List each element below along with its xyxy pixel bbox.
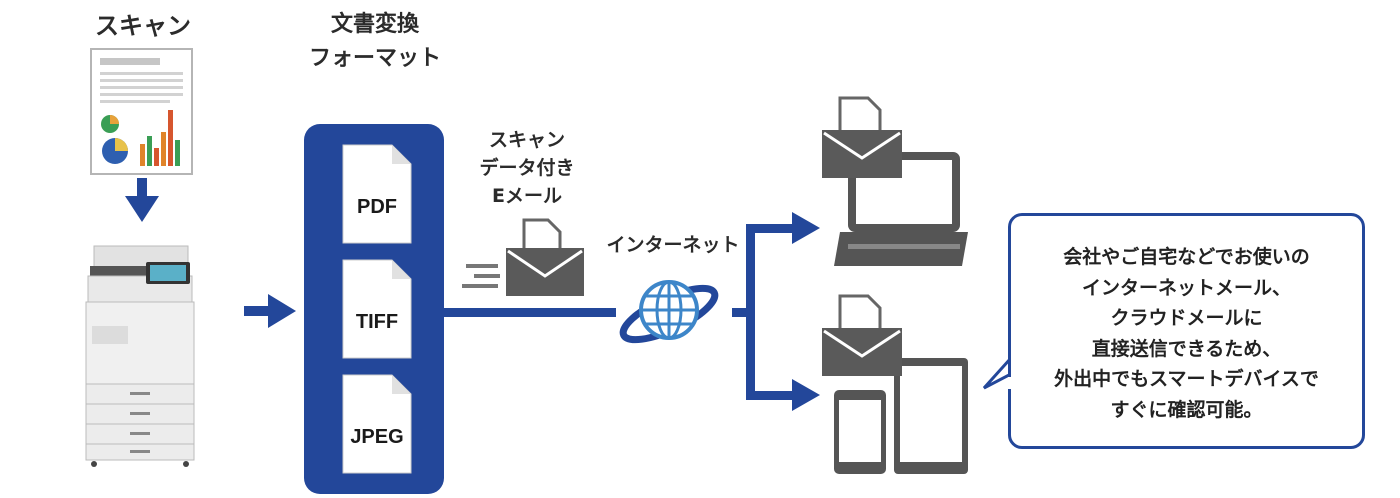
printer-icon [85, 245, 195, 467]
email-label: スキャン データ付き Eメール [452, 126, 602, 210]
file-tiff: TIFF [342, 259, 412, 359]
smartphone-icon [834, 390, 886, 474]
internet-label: インターネット [606, 234, 740, 256]
file-icon [342, 144, 412, 244]
description-line: 会社やご自宅などでお使いの [1063, 246, 1310, 268]
down-arrow [125, 178, 159, 222]
description-text: 会社やご自宅などでお使いの インターネットメール、 クラウドメールに 直接送信で… [1011, 242, 1362, 425]
description-line: 直接送信できるため、 [1091, 337, 1282, 360]
description-line: 外出中でもスマートデバイスで [1054, 368, 1319, 390]
bubble-tail-join [1008, 377, 1012, 389]
format-label-pdf: PDF [357, 196, 397, 218]
mobile-devices [822, 294, 968, 474]
email-label-line1: スキャン [488, 129, 565, 151]
description-line: すぐに確認可能。 [1110, 398, 1263, 421]
scanned-document-icon [90, 48, 193, 175]
tablet-icon [894, 358, 968, 474]
file-jpeg: JPEG [342, 374, 412, 474]
format-panel: PDF TIFF JPEG [304, 124, 444, 494]
right-arrow-to-formats [244, 294, 296, 328]
scan-title: スキャン [95, 12, 191, 40]
description-line: クラウドメールに [1110, 307, 1263, 329]
format-label-jpeg: JPEG [350, 426, 404, 448]
format-label-tiff: TIFF [355, 311, 399, 333]
branch-arrows [732, 212, 820, 411]
file-icon [342, 374, 412, 474]
envelope-icon [462, 218, 584, 296]
email-label-line2: データ付き [479, 157, 575, 179]
email-label-line3: Eメール [492, 185, 562, 207]
conversion-title-line2: フォーマット [308, 46, 441, 71]
laptop-icon [822, 96, 968, 266]
file-icon [342, 259, 412, 359]
conversion-format-title: 文書変換 フォーマット [290, 8, 460, 76]
globe-icon [619, 280, 719, 344]
file-pdf: PDF [342, 144, 412, 244]
conversion-title-line1: 文書変換 [330, 12, 419, 37]
description-bubble: 会社やご自宅などでお使いの インターネットメール、 クラウドメールに 直接送信で… [1008, 213, 1365, 449]
connection-line [444, 308, 616, 317]
description-line: インターネットメール、 [1081, 276, 1291, 299]
